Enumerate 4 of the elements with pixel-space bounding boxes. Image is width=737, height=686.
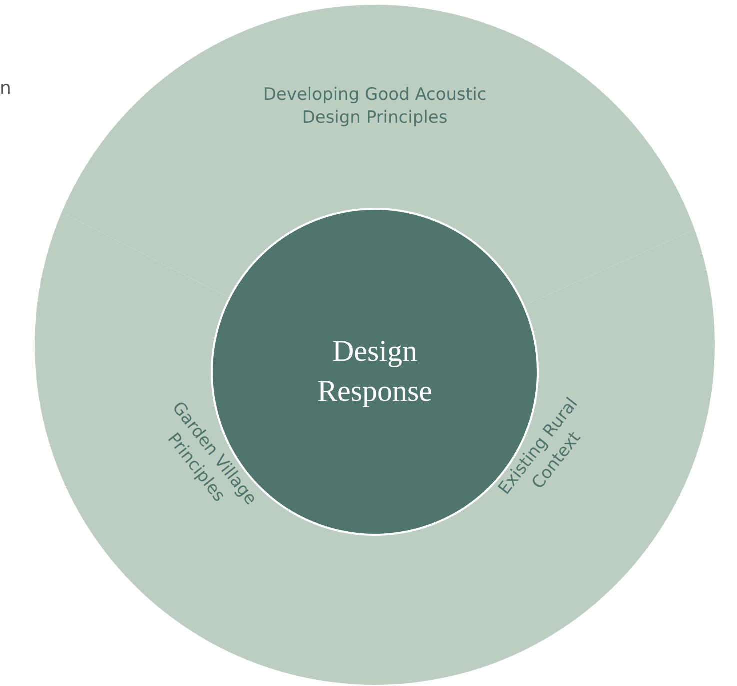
cut-off-text: n	[0, 78, 12, 99]
sector-label: Developing Good Acoustic Design Principles	[262, 84, 488, 130]
center-label: Design Response	[316, 334, 434, 410]
sector-shape	[62, 5, 695, 306]
